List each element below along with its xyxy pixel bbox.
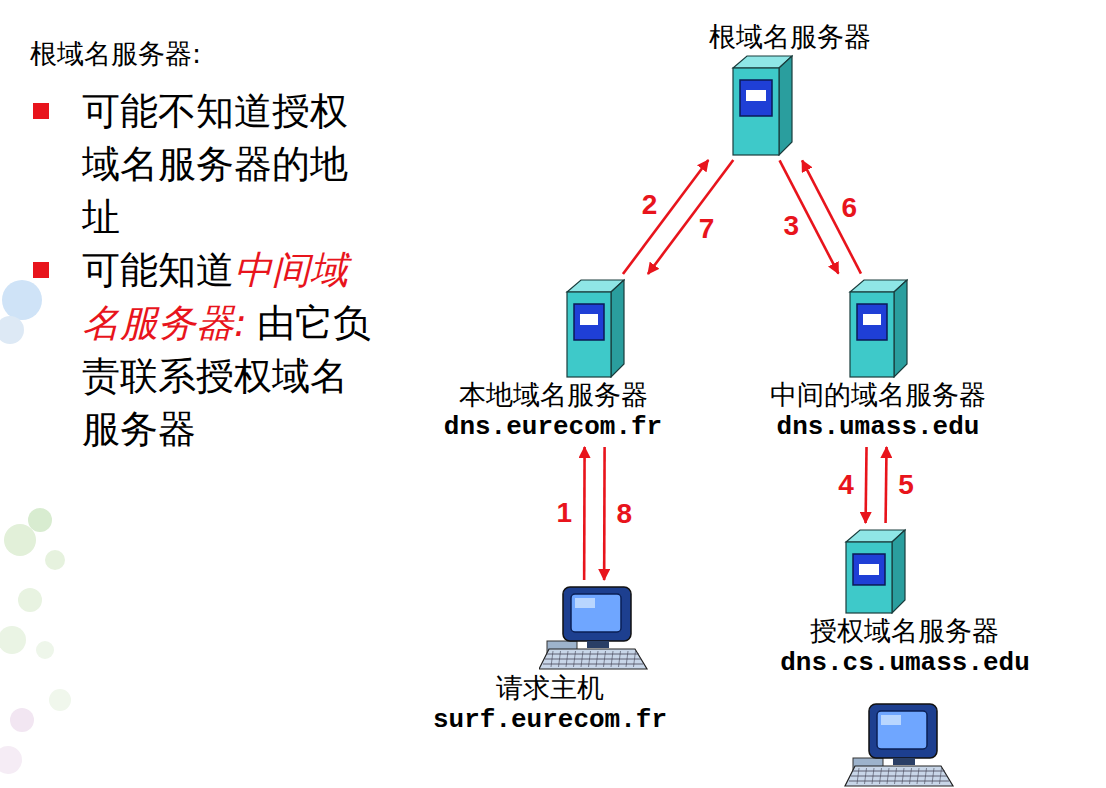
server-icon [565, 278, 625, 378]
step-number: 3 [783, 211, 799, 241]
host-node: 请求主机surf.eurecom.fr [433, 585, 667, 735]
decor-dot [36, 641, 54, 659]
server-host-computer [845, 704, 953, 786]
server-node: 中间的域名服务器dns.umass.edu [770, 278, 986, 442]
server-name: 根域名服务器 [709, 20, 871, 54]
decor-dot [28, 508, 52, 532]
server-icon [844, 528, 906, 614]
server-icon [731, 54, 793, 156]
step-number: 2 [642, 190, 658, 220]
query-arrow [603, 447, 606, 580]
server-node: 授权域名服务器dns.cs.umass.edu [780, 528, 1030, 678]
host-address: surf.eurecom.fr [433, 705, 667, 735]
decor-dot [10, 708, 34, 732]
server-icon [848, 278, 908, 378]
decor-dot [0, 746, 22, 774]
decor-dot [18, 588, 42, 612]
query-arrow [802, 160, 861, 273]
server-name: 请求主机 [496, 671, 604, 705]
heading-text: 根域名服务器: [30, 36, 201, 72]
step-number: 8 [617, 499, 633, 529]
server-name: 中间的域名服务器 [770, 378, 986, 412]
query-arrow [884, 447, 888, 523]
decor-dot [0, 626, 26, 654]
step-number: 6 [841, 193, 857, 223]
query-arrow [623, 160, 708, 274]
server-node: 根域名服务器 [709, 20, 871, 156]
bullet-text: 可能知道中间域名服务器:由它负责联系授权域名服务器 [82, 244, 374, 456]
query-arrow [864, 447, 868, 523]
server-name: 授权域名服务器 [810, 614, 999, 648]
decor-dot [4, 524, 36, 556]
step-number: 5 [898, 470, 914, 500]
host-address: dns.eurecom.fr [444, 412, 662, 442]
step-number: 1 [557, 498, 573, 528]
server-node: 本地域名服务器dns.eurecom.fr [444, 278, 662, 442]
bullet-mark [33, 262, 49, 278]
query-arrow [583, 447, 586, 580]
decor-dot [0, 316, 24, 344]
bullet-text: 可能不知道授权域名服务器的地址 [82, 85, 374, 244]
server-name: 本地域名服务器 [459, 378, 648, 412]
decor-dot [45, 550, 65, 570]
decor-dot [49, 689, 71, 711]
bullet-mark [33, 103, 49, 119]
query-arrow [648, 160, 733, 274]
decor-dot [2, 280, 42, 320]
host-address: dns.cs.umass.edu [780, 648, 1030, 678]
step-number: 7 [699, 214, 715, 244]
query-arrow [780, 160, 839, 273]
host-address: dns.umass.edu [777, 412, 980, 442]
bullet-text: 可能知道 [82, 248, 234, 292]
computer-icon [539, 585, 649, 671]
step-number: 4 [838, 470, 854, 500]
